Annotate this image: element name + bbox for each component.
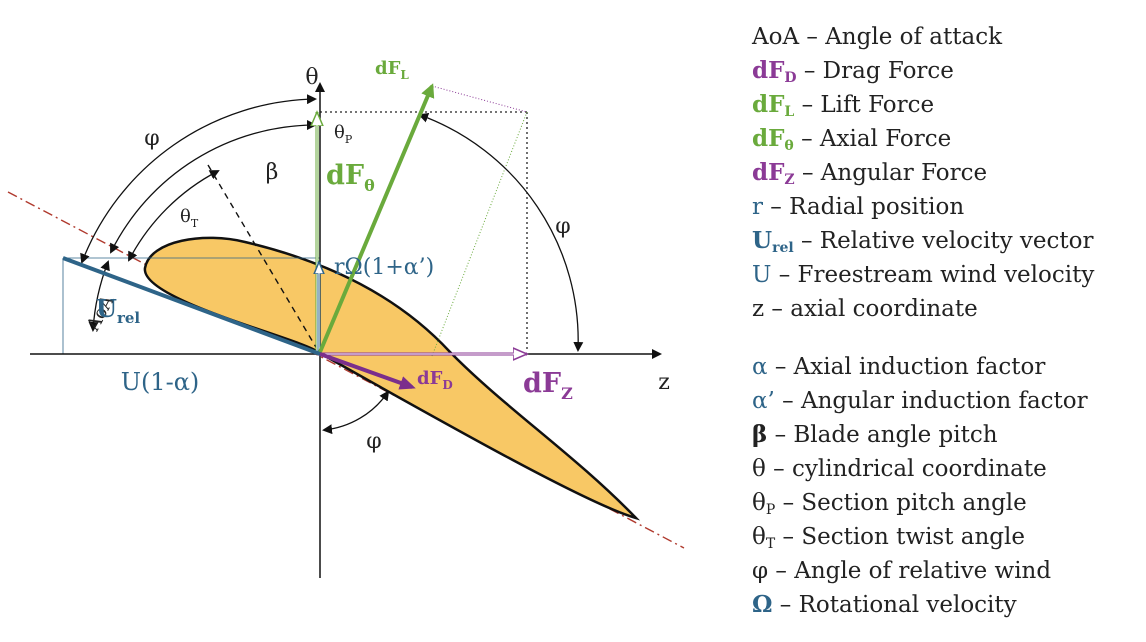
phi-label-right: φ xyxy=(555,214,570,239)
legend-symbol: dFL xyxy=(752,91,795,120)
legend-symbol: dFZ xyxy=(752,159,795,188)
legend-symbol-subscript: Z xyxy=(784,172,795,188)
legend-item: z – axial coordinate xyxy=(752,292,1142,326)
legend-spacer xyxy=(752,326,1142,350)
beta-label: β xyxy=(266,160,279,185)
legend-symbol: θ xyxy=(752,456,766,482)
legend-description: – cylindrical coordinate xyxy=(765,456,1047,482)
theta-p-label: θP xyxy=(334,122,353,146)
legend-description: – Section pitch angle xyxy=(775,490,1027,516)
legend-symbol: θT xyxy=(752,524,776,552)
df-l-arrow xyxy=(318,83,435,353)
legend-symbol: z xyxy=(752,296,765,322)
legend-description: – Angular induction factor xyxy=(774,388,1088,414)
legend-item: φ – Angle of relative wind xyxy=(752,554,1142,588)
legend-symbol: α xyxy=(752,354,768,380)
legend-description: – Angle of relative wind xyxy=(768,558,1052,584)
legend-item: r – Radial position xyxy=(752,190,1142,224)
df-theta-label: dFθ xyxy=(326,160,375,195)
legend-symbol-subscript: D xyxy=(784,70,797,86)
legend-item: β – Blade angle pitch xyxy=(752,418,1142,452)
legend-symbol: U xyxy=(752,262,772,288)
r-omega-label: rΩ(1+α’) xyxy=(334,255,434,280)
legend-description: – Axial induction factor xyxy=(767,354,1046,380)
phi-label-bottom: φ xyxy=(366,429,381,454)
legend-description: – Blade angle pitch xyxy=(767,422,998,448)
u-rel-label: Urel xyxy=(96,294,140,327)
legend-description: – Rotational velocity xyxy=(772,592,1017,618)
legend-item: α’ – Angular induction factor xyxy=(752,384,1142,418)
legend-item: θ – cylindrical coordinate xyxy=(752,452,1142,486)
legend-item: dFD – Drag Force xyxy=(752,54,1142,88)
legend-item: dFθ – Axial Force xyxy=(752,122,1142,156)
phi-label-top: φ xyxy=(144,126,159,151)
df-d-arrow xyxy=(319,352,416,390)
legend-description: – Axial Force xyxy=(793,126,952,152)
legend-item: α – Axial induction factor xyxy=(752,350,1142,384)
legend-description: – Radial position xyxy=(763,194,965,220)
legend-item: AoA – Angle of attack xyxy=(752,20,1142,54)
legend-description: – Drag Force xyxy=(796,58,954,84)
legend-description: – Angular Force xyxy=(794,160,988,186)
df-d-label: dFD xyxy=(417,368,453,392)
legend-description: – Freestream wind velocity xyxy=(771,262,1095,288)
legend-description: – Section twist angle xyxy=(775,524,1026,550)
phi-arc-bottom xyxy=(322,390,390,435)
u-rel-arrow xyxy=(62,256,321,356)
legend-item: Ω – Rotational velocity xyxy=(752,588,1142,622)
legend-item: θP – Section pitch angle xyxy=(752,486,1142,520)
legend-symbol-subscript: rel xyxy=(772,240,794,256)
legend-symbol: r xyxy=(752,194,763,220)
legend-symbol-subscript: L xyxy=(784,104,795,120)
df-z-label: dFZ xyxy=(523,368,573,403)
legend-symbol-subscript: θ xyxy=(784,138,794,154)
legend-symbol: θP xyxy=(752,490,776,518)
beta-arc xyxy=(128,170,220,262)
phi-arc-right xyxy=(418,113,584,352)
legend-symbol: β xyxy=(752,421,768,448)
u-one-minus-alpha-label: U(1-α) xyxy=(121,368,200,396)
legend-description: – axial coordinate xyxy=(764,296,978,322)
aoa-arc xyxy=(88,260,110,332)
legend-item: Urel – Relative velocity vector xyxy=(752,224,1142,258)
legend-symbol: α’ xyxy=(752,388,775,414)
legend-symbol: dFD xyxy=(752,57,797,86)
legend-symbol: AoA xyxy=(752,24,800,50)
theta-p-arc xyxy=(110,120,317,254)
legend-symbol-subscript: P xyxy=(765,502,776,518)
legend-symbol-subscript: T xyxy=(765,536,776,552)
legend-description: – Lift Force xyxy=(794,92,935,118)
df-l-label: dFL xyxy=(375,58,409,82)
legend-symbol: dFθ xyxy=(752,125,794,154)
z-axis-label: z xyxy=(658,370,670,395)
legend-item: dFL – Lift Force xyxy=(752,88,1142,122)
legend-symbol: Urel xyxy=(752,227,794,256)
legend-description: – Relative velocity vector xyxy=(793,228,1094,254)
theta-axis-label: θ xyxy=(305,65,318,90)
legend-item: θT – Section twist angle xyxy=(752,520,1142,554)
theta-t-label: θT xyxy=(180,206,199,230)
legend-item: dFZ – Angular Force xyxy=(752,156,1142,190)
guide-lift-green-dotted xyxy=(431,111,528,357)
legend-description: – Angle of attack xyxy=(799,24,1003,50)
legend-item: U – Freestream wind velocity xyxy=(752,258,1142,292)
blade-element-diagram: θ z φ φ φ β θP θT AoA Urel U(1-α) rΩ(1+α… xyxy=(7,58,685,578)
legend-symbol: φ xyxy=(752,558,769,584)
guide-lift-purple-dotted xyxy=(431,85,528,113)
legend-symbol: Ω xyxy=(752,591,773,618)
